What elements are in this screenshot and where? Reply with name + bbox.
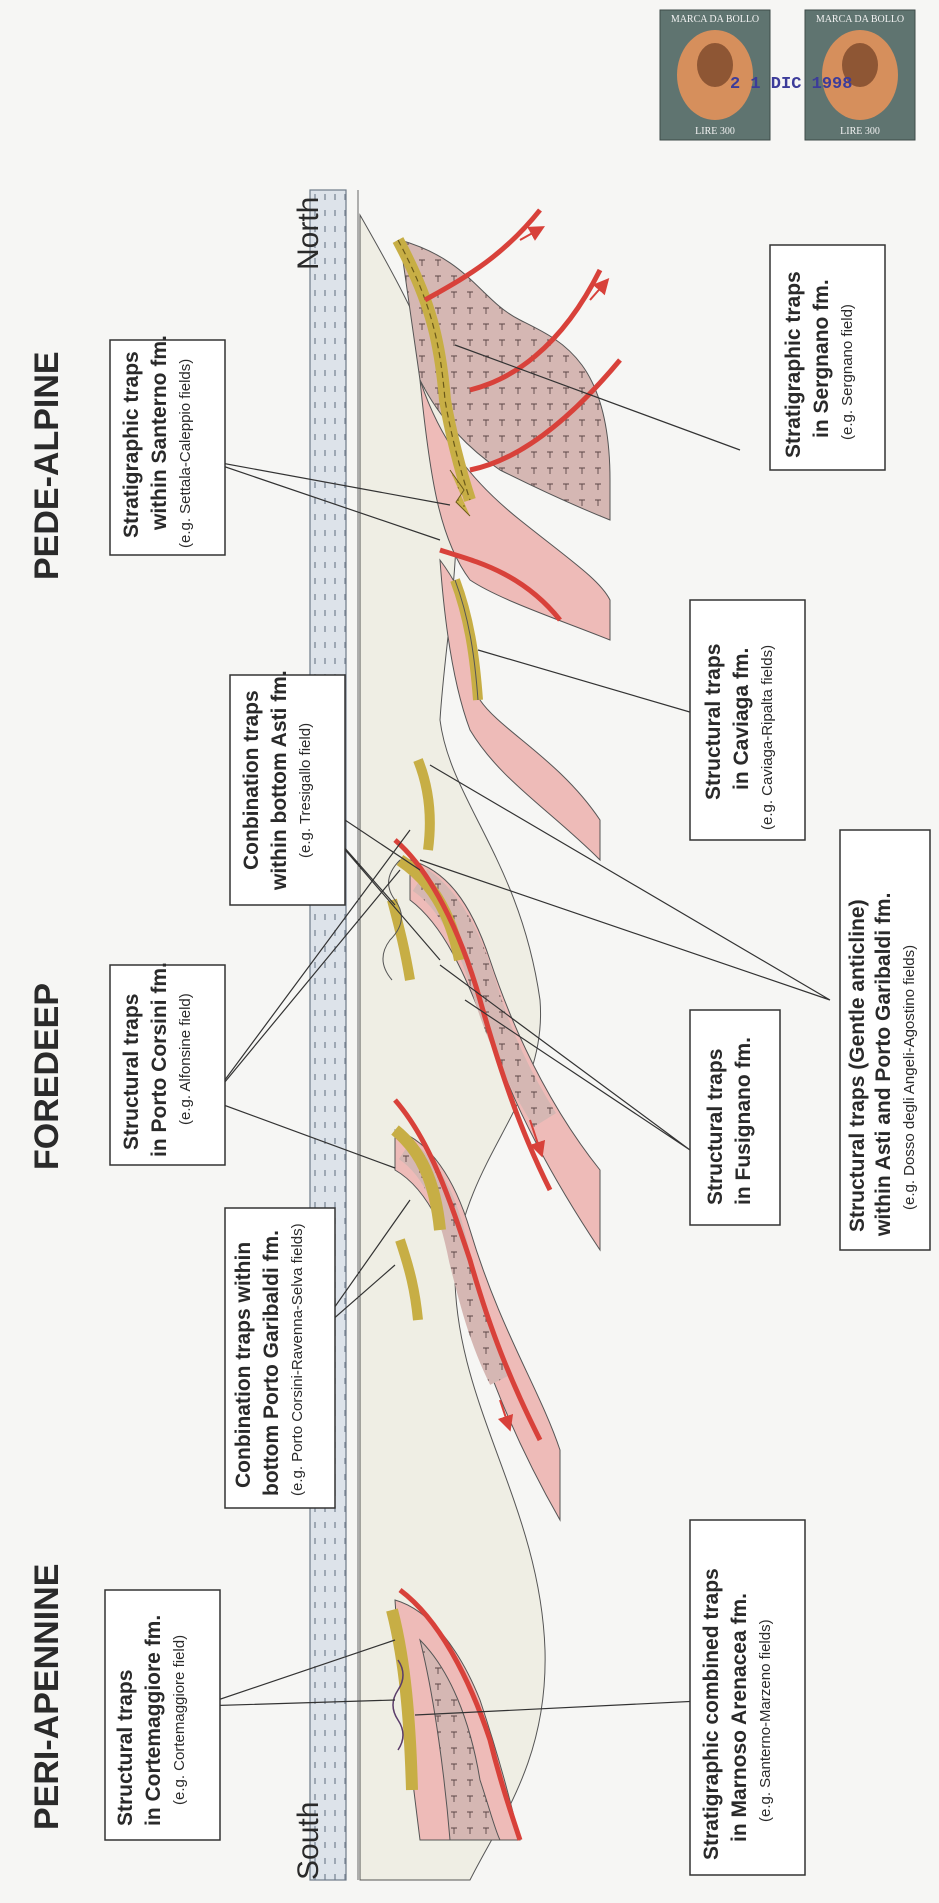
stamp-bottom-text: LIRE 300	[840, 126, 880, 137]
box-line-2: in Sergnano fm.	[810, 279, 833, 438]
region-label-peri-apennine: PERI-APENNINE	[28, 1564, 66, 1830]
box-line-2: in Fusignano fm.	[732, 1037, 755, 1205]
direction-label-south: South	[292, 1802, 325, 1880]
box-example: (e.g. Sergnano field)	[839, 304, 856, 440]
label-box-cortemaggiore: Structural traps in Cortemaggiore fm. (e…	[105, 1590, 220, 1840]
label-box-gentle-anticline: Structural traps (Gentle anticline) with…	[840, 830, 930, 1250]
box-line-1: Structural traps	[702, 644, 725, 800]
box-example: (e.g. Tresigallo field)	[297, 723, 314, 858]
box-example: (e.g. Settala-Caleppio fields)	[177, 359, 194, 548]
box-example: (e.g. Caviaga-Ripalta fields)	[759, 645, 776, 830]
box-example: (e.g. Alfonsine field)	[177, 993, 194, 1125]
region-label-pede-alpine: PEDE-ALPINE	[28, 351, 66, 580]
box-line-1: Conbination traps	[240, 690, 263, 870]
label-box-caviaga: Structural traps in Caviaga fm. (e.g. Ca…	[690, 600, 805, 840]
box-line-2: in Marnoso Arenacea fm.	[728, 1593, 751, 1842]
direction-label-north: North	[292, 197, 325, 270]
box-line-1: Conbination traps within	[232, 1242, 255, 1488]
box-line-1: Stratigraphic traps	[782, 271, 805, 458]
stamp-top-text: MARCA DA BOLLO	[671, 14, 759, 25]
box-line-2: within Asti and Porto Garibaldi fm.	[872, 893, 895, 1237]
box-example: (e.g. Porto Corsini-Ravenna-Selva fields…	[289, 1223, 306, 1496]
revenue-stamps: MARCA DA BOLLO LIRE 300 MARCA DA BOLLO L…	[660, 10, 915, 140]
box-line-1: Structural traps (Gentle anticline)	[846, 899, 869, 1232]
box-line-1: Stratigraphic combined traps	[700, 1568, 723, 1860]
box-line-1: Stratigraphic traps	[120, 351, 143, 538]
box-line-1: Structural traps	[120, 994, 143, 1150]
stamp-date-cancellation: 2 1 DIC 1998	[730, 75, 852, 94]
label-box-sergnano: Stratigraphic traps in Sergnano fm. (e.g…	[770, 245, 885, 470]
stamp-top-text: MARCA DA BOLLO	[816, 14, 904, 25]
plio-quaternary-band	[310, 190, 346, 1880]
box-example: (e.g. Cortemaggiore field)	[171, 1635, 188, 1805]
box-line-1: Structural traps	[704, 1049, 727, 1205]
label-box-fusignano: Structural traps in Fusignano fm.	[690, 1010, 780, 1225]
box-example: (e.g. Dosso degli Angeli-Agostino fields…	[901, 945, 918, 1210]
label-box-santerno: Stratigraphic traps within Santerno fm. …	[110, 335, 225, 555]
box-line-1: Structural traps	[114, 1670, 137, 1826]
box-line-2: within bottom Asti fm.	[268, 670, 291, 891]
region-label-foredeep: FOREDEEP	[28, 983, 66, 1170]
box-line-2: in Porto Corsini fm.	[148, 962, 171, 1157]
label-box-marnoso: Stratigraphic combined traps in Marnoso …	[690, 1520, 805, 1875]
label-box-porto-garibaldi: Conbination traps within bottom Porto Ga…	[225, 1208, 335, 1508]
box-line-2: in Caviaga fm.	[730, 648, 753, 790]
label-box-porto-corsini: Structural traps in Porto Corsini fm. (e…	[110, 962, 225, 1165]
box-example: (e.g. Santerno-Marzeno fields)	[757, 1619, 774, 1822]
box-line-2: in Cortemaggiore fm.	[142, 1615, 165, 1826]
box-line-2: bottom Porto Garibaldi fm.	[260, 1230, 283, 1496]
box-line-2: within Santerno fm.	[148, 335, 171, 531]
label-box-asti: Conbination traps within bottom Asti fm.…	[230, 670, 345, 905]
stamp-bottom-text: LIRE 300	[695, 126, 735, 137]
